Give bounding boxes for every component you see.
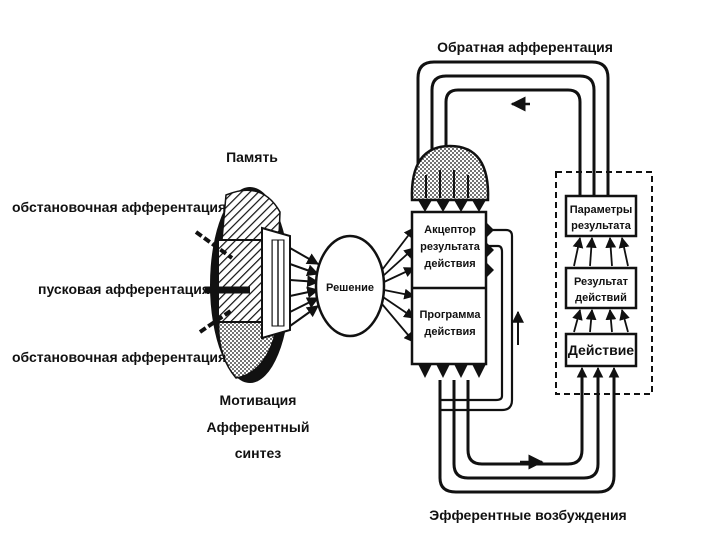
- program-bottom-triangles: [418, 364, 486, 378]
- feedback-loop: [416, 60, 610, 200]
- result-label-1: Результат: [574, 276, 629, 288]
- afferent-inputs: [194, 230, 250, 334]
- decision-label: Решение: [326, 282, 374, 294]
- efferent-loop: [438, 372, 616, 494]
- dome-stems: [425, 170, 469, 198]
- action-label: Действие: [568, 342, 634, 358]
- decision-node: [314, 234, 386, 338]
- result-params-box: [564, 194, 638, 238]
- program-label-2: действия: [424, 326, 475, 338]
- afferent-label: Афферентный: [207, 419, 310, 435]
- acceptor-label-2: результата: [420, 241, 481, 253]
- memory-label: Память: [226, 149, 278, 165]
- result-box-arrows: [572, 236, 630, 388]
- acceptor-label-3: действия: [424, 258, 475, 270]
- acceptor-right-markers: [486, 222, 494, 278]
- action-result-box: [564, 266, 638, 310]
- trigger-afferentation-label: пусковая афферентация: [38, 281, 210, 297]
- params-label-1: Параметры: [570, 204, 632, 216]
- result-dashed-frame: [555, 171, 653, 395]
- afferent-synthesis-disc: [210, 187, 291, 383]
- synthesis-label: синтез: [235, 445, 281, 461]
- result-label-2: действий: [575, 292, 627, 304]
- dome-triangles: [418, 200, 486, 212]
- feedback-afferentation-label: Обратная афферентация: [437, 39, 613, 55]
- decision-to-acceptor-arrows: [381, 227, 416, 343]
- acceptor-label-1: Акцептор: [424, 224, 476, 236]
- efferent-excitation-label: Эфферентные возбуждения: [429, 507, 626, 523]
- motivation-label: Мотивация: [220, 392, 297, 408]
- program-label-1: Программа: [419, 309, 481, 321]
- situational-afferentation-label-bottom: обстановочная афферентация: [12, 349, 226, 365]
- params-label-2: результата: [571, 220, 632, 232]
- acceptor-dome: [410, 144, 490, 202]
- situational-afferentation-label-top: обстановочная афферентация: [12, 199, 226, 215]
- synthesis-to-decision-arrows: [289, 247, 320, 327]
- action-box: [564, 332, 638, 368]
